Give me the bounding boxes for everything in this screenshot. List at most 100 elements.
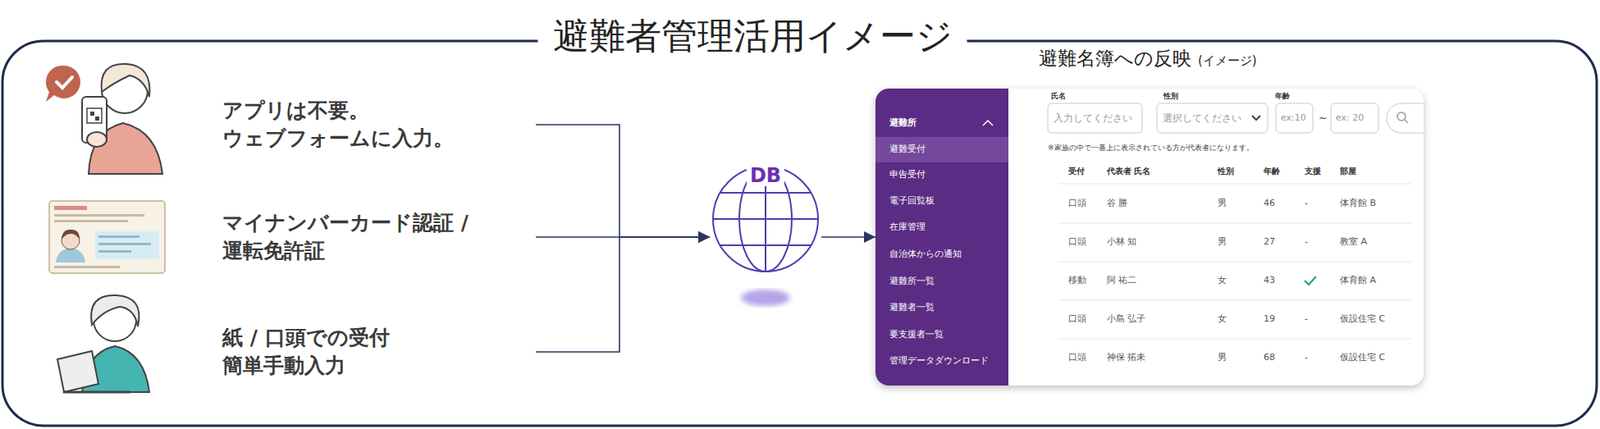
table-header: 受付 — [1068, 166, 1085, 177]
sidebar-menu-item: 避難受付 — [889, 143, 926, 155]
decoration — [1386, 103, 1424, 133]
decoration — [1156, 103, 1268, 133]
decoration — [1047, 103, 1143, 133]
input-method-item: マイナンバーカード認証 / 運転免許証 — [217, 204, 536, 270]
table-cell: 口頭 — [1068, 236, 1087, 247]
input-placeholder: ex:10 — [1280, 112, 1307, 124]
phone-user-icon — [101, 64, 151, 97]
table-cell: 46 — [1263, 197, 1276, 209]
decoration — [1275, 103, 1313, 133]
table-cell: - — [1304, 236, 1308, 247]
id-card-icon — [54, 205, 87, 211]
input-method-item: 紙 / 口頭での受付 簡単手動入力 — [217, 319, 536, 385]
input-placeholder: 入力してください — [1053, 112, 1133, 124]
select-placeholder: 選択してください — [1162, 112, 1242, 124]
flow-connector — [535, 237, 710, 352]
table-cell: 女 — [1217, 313, 1227, 325]
form-field-label: 氏名 — [1051, 91, 1066, 101]
table-cell: 女 — [1217, 274, 1227, 286]
globe-line — [720, 244, 812, 247]
table-cell: 男 — [1217, 236, 1227, 247]
sidebar-menu-item: 在庫管理 — [889, 221, 926, 233]
table-cell: 体育館 A — [1339, 274, 1376, 286]
id-card-icon — [95, 231, 160, 260]
phone-user-icon — [95, 116, 100, 121]
form-field-label: 年齢 — [1275, 91, 1290, 101]
panel-heading: 避難名簿への反映 (イメージ) — [1038, 45, 1258, 72]
globe-line — [713, 218, 819, 220]
sidebar-menu-item: 電子回覧板 — [889, 195, 935, 206]
sidebar-menu-item: 管理データダウンロード — [889, 355, 989, 366]
id-card-icon — [98, 235, 140, 238]
globe-shadow — [740, 289, 791, 307]
table-cell: 43 — [1263, 274, 1276, 286]
laptop-user-icon — [57, 295, 150, 393]
table-cell: 仮設住宅 C — [1339, 313, 1386, 325]
sidebar-menu-item: 避難者一覧 — [889, 301, 935, 313]
flow-connector — [821, 236, 876, 238]
table-header: 代表者 氏名 — [1106, 166, 1151, 177]
decoration — [1330, 103, 1379, 133]
sidebar-menu-item: 申告受付 — [889, 169, 926, 180]
table-cell: 口頭 — [1068, 197, 1087, 209]
id-card-icon — [49, 201, 165, 274]
screen-panel-art — [875, 88, 1445, 386]
input-method-item: アプリは不要。 ウェブフォームに入力。 — [217, 91, 536, 158]
table-cell: 体育館 B — [1339, 197, 1376, 209]
id-card-icon — [98, 242, 151, 246]
table-cell: - — [1304, 197, 1308, 209]
decoration — [1404, 119, 1408, 124]
decoration — [1397, 112, 1406, 121]
outer-frame — [2, 41, 1597, 426]
laptop-user-icon — [64, 391, 130, 394]
table-cell: 68 — [1263, 352, 1276, 363]
table-cell: 阿 祐二 — [1106, 274, 1138, 286]
table-cell: 小島 弘子 — [1106, 313, 1147, 325]
db-label: DB — [746, 164, 785, 187]
table-cell: - — [1304, 352, 1308, 363]
input-placeholder: ex: 20 — [1335, 112, 1364, 124]
input-method-text: 紙 / 口頭での受付 簡単手動入力 — [222, 324, 494, 380]
table-cell: 口頭 — [1068, 352, 1087, 363]
table-header: 性別 — [1217, 166, 1235, 177]
sidebar-menu-item: 避難所 — [889, 117, 917, 128]
table-cell: 男 — [1217, 197, 1227, 209]
table-cell: 移動 — [1068, 274, 1087, 286]
globe-line — [720, 192, 812, 194]
id-card-icon — [55, 247, 86, 263]
decoration — [982, 120, 993, 126]
diagram-title: 避難者管理活用イメージ — [538, 16, 968, 56]
panel-note: (イメージ) — [1197, 53, 1258, 69]
table-cell: 谷 勝 — [1106, 197, 1129, 209]
phone-user-icon — [45, 64, 163, 174]
phone-user-icon — [90, 111, 95, 116]
table-cell: 教室 A — [1339, 236, 1367, 247]
screen-panel-art — [875, 88, 1424, 386]
phone-user-icon — [45, 65, 81, 102]
flow-connector — [535, 124, 710, 238]
sidebar-menu-item: 避難所一覧 — [889, 275, 935, 287]
sidebar-menu-item: 要支援者一覧 — [889, 329, 944, 340]
id-card-icon — [54, 265, 120, 269]
db-globe: DB — [709, 163, 822, 275]
laptop-user-icon — [91, 295, 139, 327]
table-cell: 19 — [1263, 313, 1276, 325]
input-method-text: アプリは不要。 ウェブフォームに入力。 — [222, 96, 494, 153]
form-note: ※家族の中で一番上に表示されている方が代表者になります。 — [1047, 143, 1254, 153]
table-cell: 小林 知 — [1106, 236, 1138, 247]
phone-user-icon — [86, 108, 102, 124]
input-method-text: マイナンバーカード認証 / 運転免許証 — [222, 209, 494, 266]
table-header: 支援 — [1304, 166, 1322, 177]
id-card-icon — [61, 229, 80, 240]
phone-user-icon — [86, 132, 107, 147]
id-card-icon — [54, 214, 145, 217]
decoration — [1252, 115, 1261, 120]
phone-user-icon — [56, 77, 73, 88]
table-cell: 男 — [1217, 352, 1227, 363]
id-card-icon — [54, 219, 128, 223]
panel-title: 避難名簿への反映 — [1038, 47, 1192, 69]
range-separator: ~ — [1318, 111, 1328, 125]
